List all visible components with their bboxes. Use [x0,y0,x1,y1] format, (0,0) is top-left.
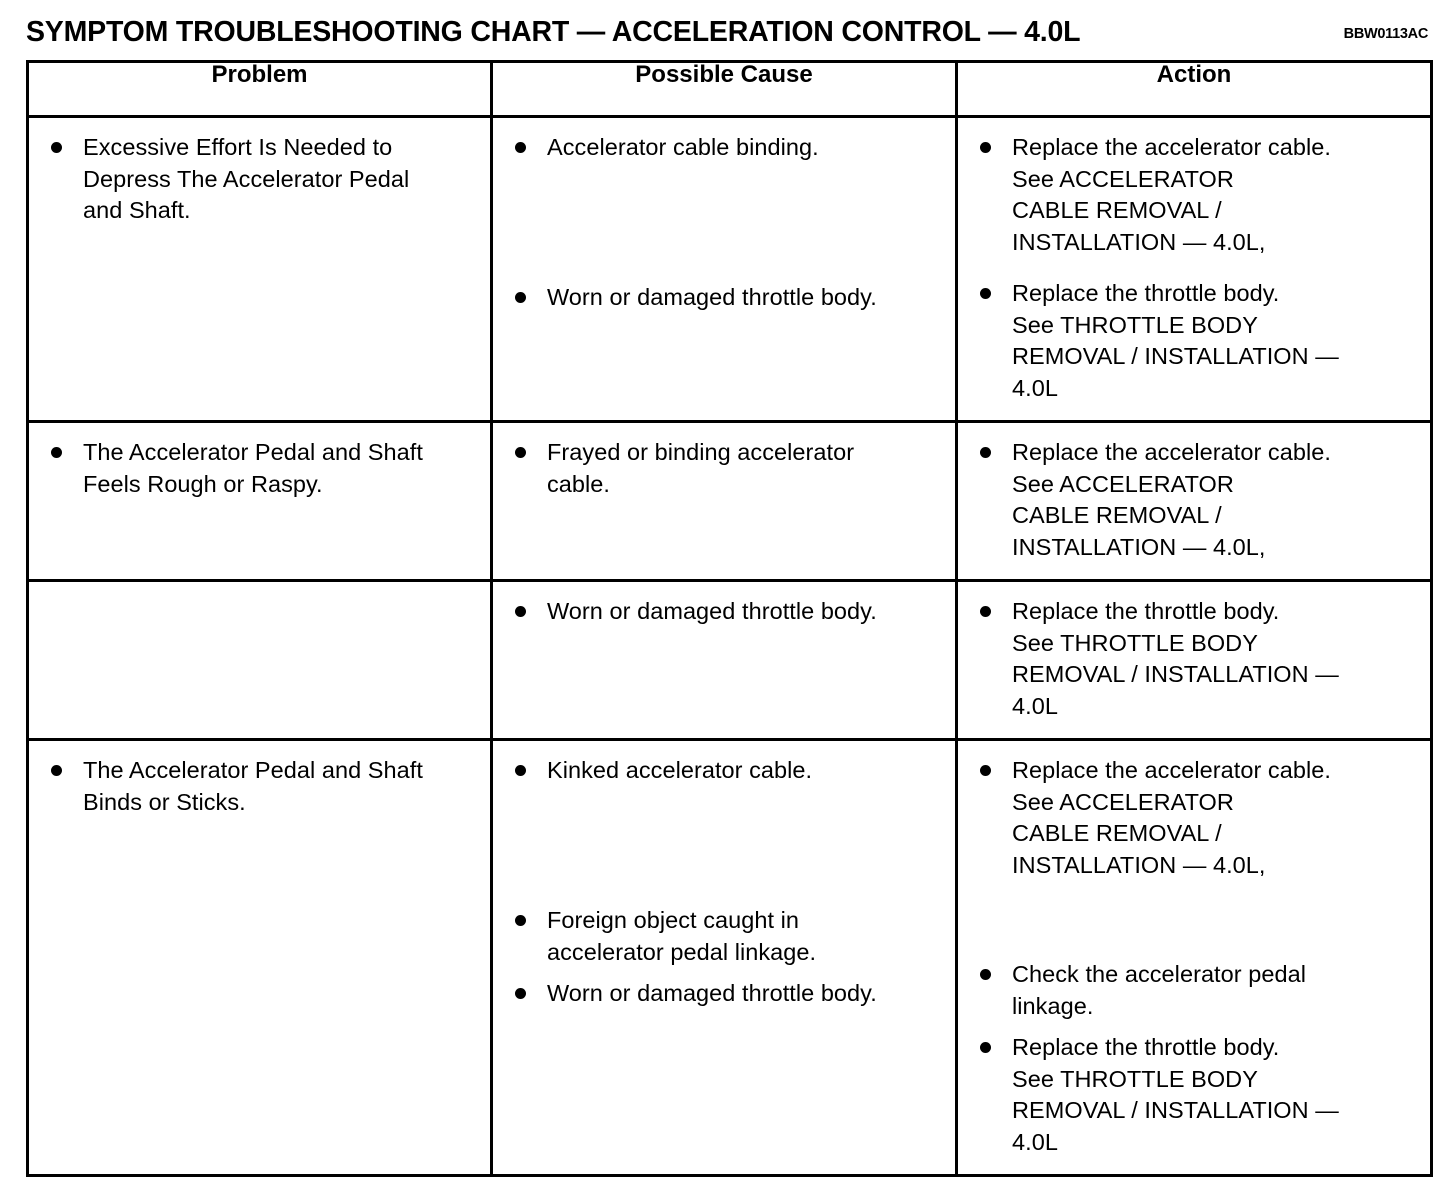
bullet-icon [39,132,83,164]
list-item: The Accelerator Pedal and Shaft Binds or… [39,755,482,818]
column-header-possible-cause-label: Possible Cause [635,61,813,88]
list-item: Accelerator cable binding. [503,132,947,164]
cell-possible-cause: Frayed or binding accelerator cable. [490,420,958,582]
cell-problem: Excessive Effort Is Needed to Depress Th… [26,115,493,423]
list-item: Excessive Effort Is Needed to Depress Th… [39,132,482,227]
bullet-icon [503,755,547,787]
list-item-label: The Accelerator Pedal and Shaft Binds or… [83,757,423,815]
symptom-troubleshooting-table: Problem Possible Cause Action Excessive … [26,60,1433,1177]
bullet-icon [503,132,547,164]
column-header-action: Action [955,60,1433,118]
list-item: Replace the throttle body. See THROTTLE … [968,278,1422,404]
bullet-icon [968,959,1012,991]
cell-action: Replace the accelerator cable. See ACCEL… [955,420,1433,582]
list-item-label: Kinked accelerator cable. [547,757,813,783]
column-header-problem: Problem [26,60,493,118]
table-row: The Accelerator Pedal and Shaft Binds or… [26,738,1433,1177]
cell-problem: The Accelerator Pedal and Shaft Feels Ro… [26,420,493,582]
document-code: BBW0113AC [1343,26,1429,42]
list-item: Worn or damaged throttle body. [503,596,947,628]
table-header-row: Problem Possible Cause Action [26,60,1433,118]
cell-problem [26,579,493,741]
column-header-problem-label: Problem [211,61,308,88]
bullet-icon [503,437,547,469]
bullet-icon [39,755,83,787]
bullet-icon [39,437,83,469]
chart-header: SYMPTOM TROUBLESHOOTING CHART — ACCELERA… [0,0,1456,58]
list-item-label: The Accelerator Pedal and Shaft Feels Ro… [83,439,423,497]
bullet-icon [968,278,1012,310]
list-item: Check the accelerator pedal linkage. [968,959,1422,1022]
list-item-label: Replace the throttle body. See THROTTLE … [1012,280,1339,401]
list-item: Frayed or binding accelerator cable. [503,437,947,500]
list-item-label: Replace the accelerator cable. See ACCEL… [1012,134,1331,255]
list-item: Replace the throttle body. See THROTTLE … [968,596,1422,722]
list-item-label: Worn or damaged throttle body. [547,284,877,310]
empty-cell [29,582,490,722]
table-row: Excessive Effort Is Needed to Depress Th… [26,115,1433,423]
list-item: Worn or damaged throttle body. [503,978,947,1010]
list-item-label: Accelerator cable binding. [547,134,819,160]
bullet-icon [503,978,547,1010]
bullet-icon [503,282,547,314]
cell-action: Replace the accelerator cable. See ACCEL… [955,738,1433,1177]
list-item: Replace the accelerator cable. See ACCEL… [968,755,1422,881]
table-row: Worn or damaged throttle body. Replace t… [26,579,1433,741]
bullet-icon [968,596,1012,628]
list-item-label: Worn or damaged throttle body. [547,598,877,624]
column-header-possible-cause: Possible Cause [490,60,958,118]
bullet-icon [968,755,1012,787]
cell-problem: The Accelerator Pedal and Shaft Binds or… [26,738,493,1177]
list-item-label: Worn or damaged throttle body. [547,980,877,1006]
list-item: Worn or damaged throttle body. [503,282,947,314]
bullet-icon [503,596,547,628]
list-item-label: Replace the throttle body. See THROTTLE … [1012,598,1339,719]
bullet-icon [968,437,1012,469]
page-title: SYMPTOM TROUBLESHOOTING CHART — ACCELERA… [26,16,1081,48]
list-item-label: Excessive Effort Is Needed to Depress Th… [83,134,410,223]
bullet-icon [503,905,547,937]
list-item-label: Replace the accelerator cable. See ACCEL… [1012,439,1331,560]
cell-action: Replace the throttle body. See THROTTLE … [955,579,1433,741]
table-row: The Accelerator Pedal and Shaft Feels Ro… [26,420,1433,582]
bullet-icon [968,132,1012,164]
cell-possible-cause: Accelerator cable binding. Worn or damag… [490,115,958,423]
list-item-label: Replace the accelerator cable. See ACCEL… [1012,757,1331,878]
bullet-icon [968,1032,1012,1064]
list-item-label: Frayed or binding accelerator cable. [547,439,855,497]
list-item: The Accelerator Pedal and Shaft Feels Ro… [39,437,482,500]
cell-possible-cause: Worn or damaged throttle body. [490,579,958,741]
list-item: Kinked accelerator cable. [503,755,947,787]
list-item-label: Replace the throttle body. See THROTTLE … [1012,1034,1339,1155]
list-item: Replace the accelerator cable. See ACCEL… [968,437,1422,563]
list-item-label: Check the accelerator pedal linkage. [1012,961,1306,1019]
column-header-action-label: Action [1156,61,1232,88]
list-item: Replace the throttle body. See THROTTLE … [968,1032,1422,1158]
list-item: Replace the accelerator cable. See ACCEL… [968,132,1422,258]
list-item-label: Foreign object caught in accelerator ped… [547,907,817,965]
list-item: Foreign object caught in accelerator ped… [503,905,947,968]
cell-possible-cause: Kinked accelerator cable. Foreign object… [490,738,958,1177]
cell-action: Replace the accelerator cable. See ACCEL… [955,115,1433,423]
